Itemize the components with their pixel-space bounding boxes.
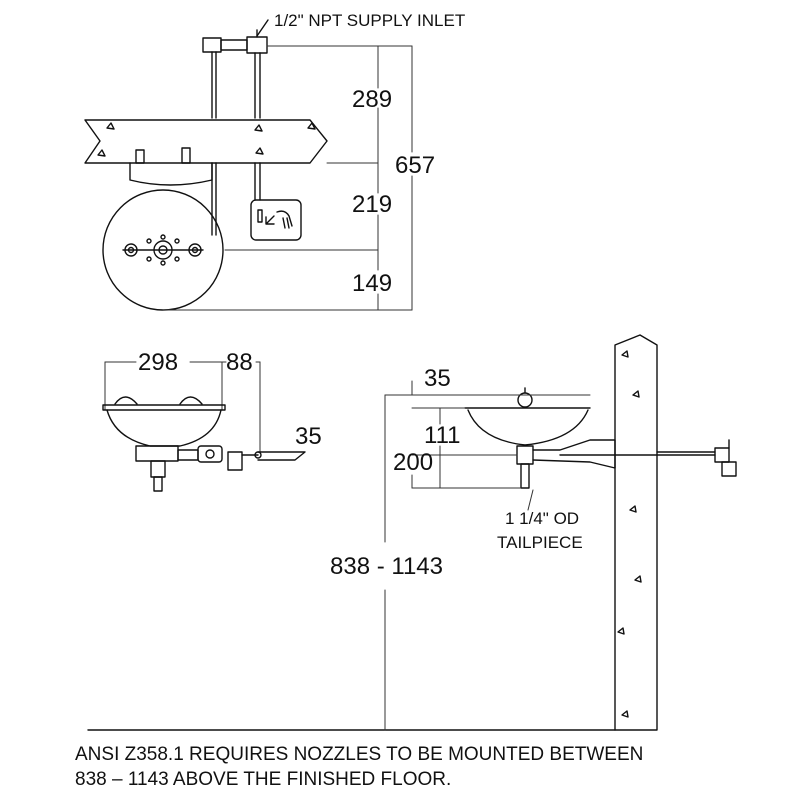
drain-body (150, 460, 166, 478)
tailpiece-front (153, 476, 163, 492)
hatch-mark (307, 122, 316, 130)
wall-hatch-arrow-icon (634, 575, 642, 583)
dim-200: 200 (393, 449, 434, 476)
hatch-mark (106, 122, 115, 130)
drain-housing (135, 445, 179, 462)
dim-88: 88 (226, 349, 253, 376)
supply-inlet-fitting (202, 19, 269, 119)
dim-838-1143: 838 - 1143 (330, 553, 443, 580)
dim-657: 657 (395, 152, 436, 179)
wall-hatch-arrow-icon (632, 390, 640, 398)
front-view (102, 361, 306, 492)
wall-hatch-arrow-icon (617, 627, 625, 635)
wall-section-plan (84, 119, 328, 164)
nozzle-assembly-plan (122, 234, 204, 266)
bracket-bolt (181, 147, 191, 164)
hand-push-icon (257, 209, 293, 229)
wall-hatch-arrow-icon (629, 505, 637, 513)
valve-side (532, 439, 737, 477)
side-view (87, 334, 737, 731)
wall-hatch-arrow-icon (621, 710, 629, 718)
bowl-body-front (106, 409, 222, 447)
dim-219: 219 (352, 191, 393, 218)
drain-side (516, 445, 534, 465)
supply-inlet-label: 1/2" NPT SUPPLY INLET (274, 11, 466, 30)
dim-149: 149 (352, 270, 393, 297)
dim-35-side: 35 (424, 365, 451, 392)
plan-view (84, 19, 413, 311)
bowl-rim-front (102, 404, 226, 411)
bowl-bracket (129, 162, 213, 186)
plan-dim-lines (162, 45, 413, 311)
valve-front (177, 445, 306, 471)
wall-hatch-arrow-icon (621, 350, 629, 358)
bowl-body-side (467, 409, 589, 446)
hatch-mark (255, 147, 264, 155)
nozzle-right (179, 396, 203, 405)
dim-35-front: 35 (295, 423, 322, 450)
dim-111: 111 (424, 422, 461, 449)
hatch-mark (97, 149, 106, 157)
bracket-bolt (135, 149, 145, 164)
side-dim-lines (384, 380, 591, 731)
push-handle-plan (250, 199, 302, 241)
ansi-note-line1: ANSI Z358.1 REQUIRES NOZZLES TO BE MOUNT… (75, 744, 644, 765)
ansi-note-line2: 838 – 1143 ABOVE THE FINISHED FLOOR. (75, 769, 452, 790)
nozzle-left (114, 396, 138, 405)
tailpiece-label-line1: 1 1/4" OD (505, 509, 580, 528)
tailpiece-side (520, 463, 530, 489)
hatch-mark (254, 124, 263, 132)
wall-section-side (614, 334, 658, 731)
dim-289: 289 (352, 86, 393, 113)
tailpiece-label-line2: TAILPIECE (497, 533, 583, 552)
dim-298: 298 (138, 349, 179, 376)
